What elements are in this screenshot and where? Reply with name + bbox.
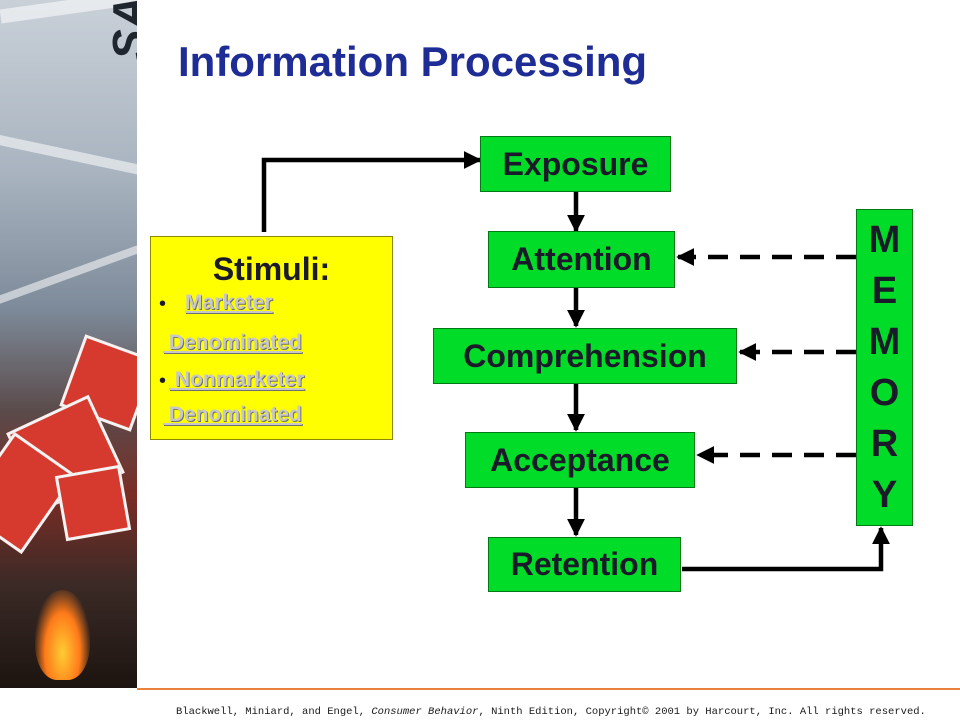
flame-glow <box>35 590 90 680</box>
nonmarketer-link[interactable]: Nonmarketer <box>169 368 305 391</box>
footer-rule <box>137 688 960 690</box>
memory-letter-m: M <box>868 218 901 261</box>
footer-book-title: Consumer Behavior <box>371 706 479 718</box>
stage-exposure: Exposure <box>480 136 671 192</box>
stimuli-box: Stimuli: • Marketer Denominated • Nonmar… <box>150 236 393 440</box>
stimuli-to-exposure-arrow <box>261 151 482 232</box>
copyright-footer: Blackwell, Miniard, and Engel, Consumer … <box>176 706 926 718</box>
slide-title: Information Processing <box>178 38 648 85</box>
memory-letter-e: E <box>871 269 898 312</box>
stage-acceptance: Acceptance <box>465 432 695 488</box>
footer-authors: Blackwell, Miniard, and Engel, <box>176 706 366 718</box>
bullet-marker: • <box>159 293 167 315</box>
retention-to-memory-arrow <box>682 526 890 572</box>
marketer-denominated-link[interactable]: Denominated <box>163 331 302 354</box>
stage-attention: Attention <box>488 231 675 288</box>
memory-letter-o: O <box>869 372 900 415</box>
stimuli-heading: Stimuli: <box>212 251 331 287</box>
sidebar-coupon-image: SAVE 55¢ <box>0 0 137 688</box>
bullet-marker: • <box>159 370 167 392</box>
nonmarketer-denominated-link[interactable]: Denominated <box>163 403 302 426</box>
marketer-link[interactable]: Marketer <box>185 291 273 314</box>
stage-comprehension: Comprehension <box>433 328 737 384</box>
memory-box: M E M O R Y <box>856 209 913 526</box>
memory-letter-m2: M <box>868 320 901 363</box>
memory-letter-y: Y <box>871 474 898 517</box>
footer-rest: , Ninth Edition, Copyright© 2001 by Harc… <box>478 706 926 718</box>
memory-letter-r: R <box>870 423 899 466</box>
stage-retention: Retention <box>488 537 681 592</box>
